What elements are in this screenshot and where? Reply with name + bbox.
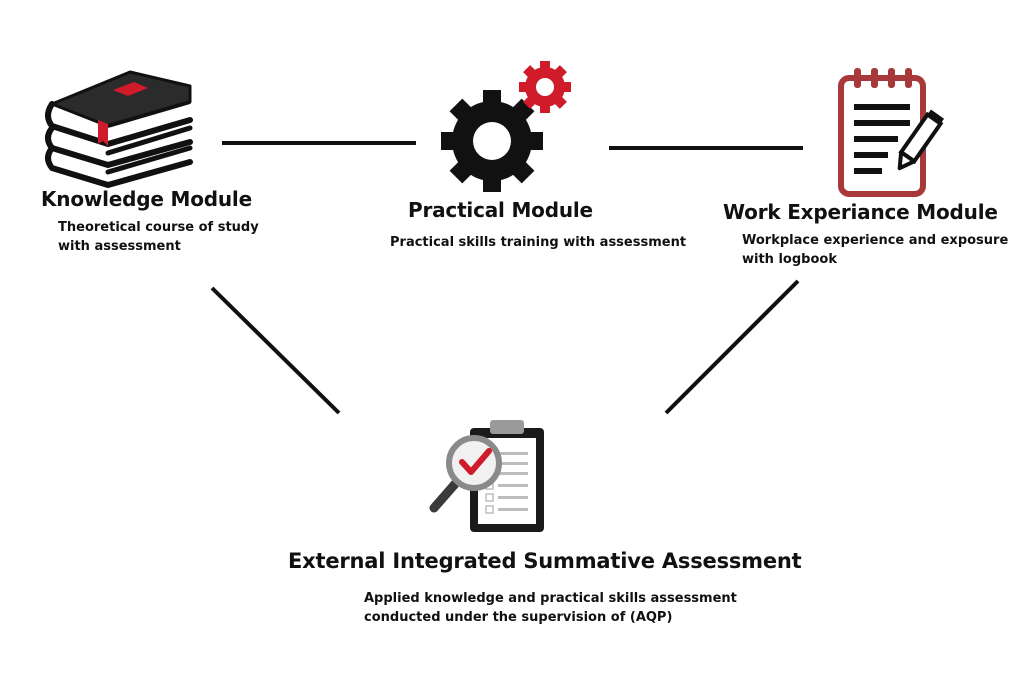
- knowledge-desc-line-1: Theoretical course of study: [58, 220, 259, 235]
- assessment-description: Applied knowledge and practical skills a…: [364, 589, 737, 627]
- connector-knowledge-assessment: [210, 286, 341, 415]
- assessment-title: External Integrated Summative Assessment: [288, 549, 802, 573]
- knowledge-module-title: Knowledge Module: [41, 187, 252, 211]
- connector-work-assessment: [664, 279, 800, 415]
- work-desc-line-1: Workplace experience and exposure: [742, 233, 1009, 248]
- practical-module-title: Practical Module: [408, 198, 593, 222]
- practical-module-description: Practical skills training with assessmen…: [390, 233, 686, 252]
- practical-desc-line-1: Practical skills training with assessmen…: [390, 235, 687, 250]
- assessment-desc-line-2: conducted under the supervision of (AQP): [364, 610, 673, 625]
- work-experience-module-description: Workplace experience and exposure with l…: [742, 231, 1008, 269]
- knowledge-desc-line-2: with assessment: [58, 239, 181, 254]
- assessment-desc-line-1: Applied knowledge and practical skills a…: [364, 591, 737, 606]
- work-experience-module-title: Work Experiance Module: [723, 200, 998, 224]
- knowledge-module-description: Theoretical course of study with assessm…: [58, 218, 259, 256]
- work-desc-line-2: with logbook: [742, 252, 837, 267]
